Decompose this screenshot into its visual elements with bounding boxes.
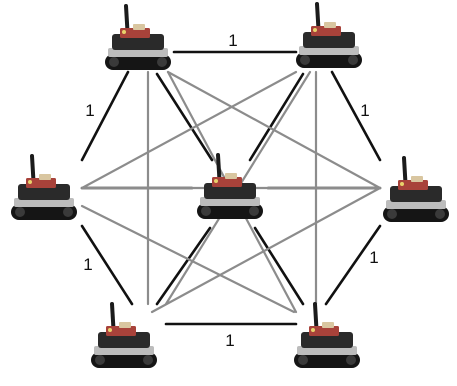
edge-right-to-bottom-right <box>324 224 382 306</box>
wheel-icon <box>109 57 119 67</box>
track-icon <box>294 352 360 368</box>
edge-bottom-left-to-center <box>155 226 212 306</box>
edge-top-right-to-right <box>330 70 382 162</box>
chip-icon <box>322 322 334 328</box>
track-icon <box>11 204 77 220</box>
edge-weight-label: 1 <box>228 31 237 50</box>
led-icon <box>400 182 404 186</box>
track-icon <box>197 203 263 219</box>
wheel-icon <box>157 57 167 67</box>
edge-top-right-to-center <box>248 72 305 162</box>
edge-left-to-bottom-right <box>80 204 296 314</box>
wheel-icon <box>387 209 397 219</box>
edge-left-to-bottom-left <box>80 224 134 306</box>
robot-bottom-left <box>91 302 157 368</box>
edge-weight-label: 1 <box>83 255 92 274</box>
chip-icon <box>133 24 145 30</box>
chip-icon <box>411 176 423 182</box>
wheel-icon <box>348 55 358 65</box>
wheel-icon <box>300 55 310 65</box>
edge-top-left-to-center <box>155 72 214 162</box>
robot-left <box>11 154 77 220</box>
chassis-plate <box>297 346 357 355</box>
chip-icon <box>225 173 237 179</box>
wheel-icon <box>201 206 211 216</box>
edge-weight-label: 1 <box>225 331 234 350</box>
chip-icon <box>324 22 336 28</box>
circuit-board-icon <box>398 180 428 190</box>
edge-bottom-right-to-center <box>253 226 305 306</box>
circuit-board-icon <box>309 326 339 336</box>
led-icon <box>28 180 32 184</box>
wheel-icon <box>346 355 356 365</box>
edge-weight-label: 1 <box>85 101 94 120</box>
edge-weight-label: 1 <box>360 101 369 120</box>
wheel-icon <box>249 206 259 216</box>
track-icon <box>383 206 449 222</box>
robot-right <box>383 156 449 222</box>
track-icon <box>296 52 362 68</box>
labels-layer: 1 1 1 1 1 1 <box>83 31 378 350</box>
circuit-board-icon <box>311 26 341 36</box>
wheel-icon <box>143 355 153 365</box>
wheel-icon <box>435 209 445 219</box>
robots-layer <box>11 2 449 368</box>
chip-icon <box>39 174 51 180</box>
track-icon <box>105 54 171 70</box>
led-icon <box>313 28 317 32</box>
wheel-icon <box>63 207 73 217</box>
edge-weight-label: 1 <box>369 248 378 267</box>
chassis-plate <box>299 46 359 55</box>
robot-center <box>197 153 263 219</box>
chassis-plate <box>94 346 154 355</box>
robot-bottom-right <box>294 302 360 368</box>
led-icon <box>311 328 315 332</box>
chassis-plate <box>14 198 74 207</box>
chip-icon <box>119 322 131 328</box>
chassis-plate <box>386 200 446 209</box>
circuit-board-icon <box>26 178 56 188</box>
chassis-plate <box>108 48 168 57</box>
edge-top-right-to-left <box>80 70 298 190</box>
led-icon <box>214 179 218 183</box>
circuit-board-icon <box>106 326 136 336</box>
chassis-plate <box>200 197 260 206</box>
wheel-icon <box>15 207 25 217</box>
track-icon <box>91 352 157 368</box>
wheel-icon <box>298 355 308 365</box>
robot-top-left <box>105 4 171 70</box>
robot-top-right <box>296 2 362 68</box>
edge-right-to-bottom-left <box>150 186 382 314</box>
circuit-board-icon <box>120 28 150 38</box>
wheel-icon <box>95 355 105 365</box>
led-icon <box>122 30 126 34</box>
edge-top-left-to-left <box>80 70 130 162</box>
led-icon <box>108 328 112 332</box>
circuit-board-icon <box>212 177 242 187</box>
